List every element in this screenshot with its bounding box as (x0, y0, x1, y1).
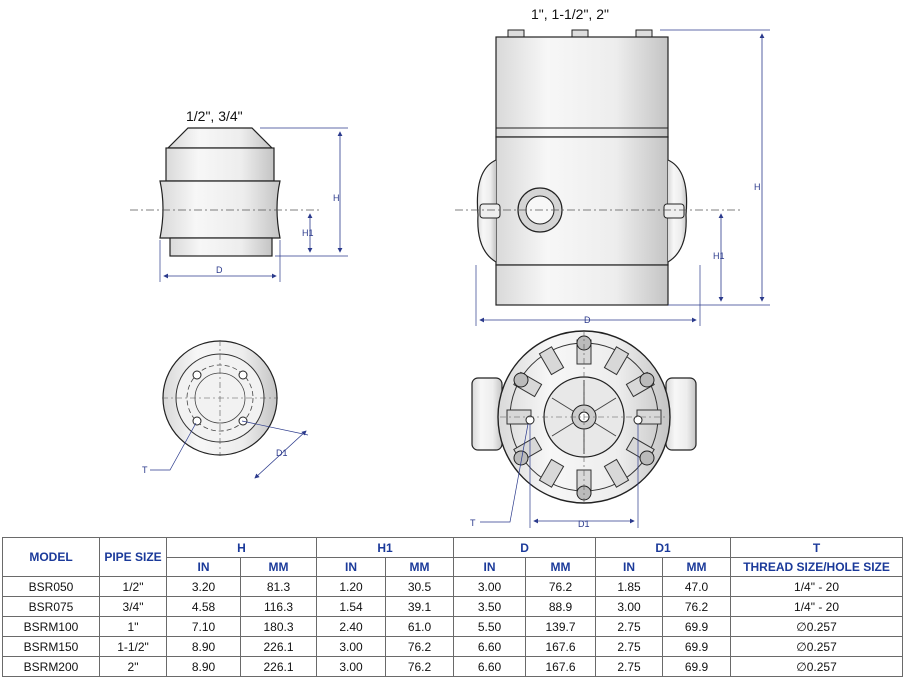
cell-d1-mm: 69.9 (662, 616, 732, 637)
subheader-in: IN (453, 557, 527, 577)
header-t: T (730, 537, 904, 558)
subheader-thread: THREAD SIZE/HOLE SIZE (730, 557, 904, 577)
cell-d-mm: 167.6 (525, 636, 597, 657)
subheader-mm: MM (662, 557, 732, 577)
cell-model: BSRM200 (2, 656, 100, 677)
table-row: BSR075 3/4" 4.58 116.3 1.54 39.1 3.50 88… (2, 596, 904, 617)
cell-h1-mm: 76.2 (385, 656, 455, 677)
cell-d1-mm: 76.2 (662, 596, 732, 617)
cell-d-mm: 139.7 (525, 616, 597, 637)
cell-thread: 1/4" - 20 (730, 576, 904, 597)
cell-h1-in: 3.00 (316, 656, 387, 677)
cell-h-in: 8.90 (166, 636, 241, 657)
cell-d1-in: 2.75 (595, 636, 664, 657)
cell-d1-in: 1.85 (595, 576, 664, 597)
dim-h1-label: H1 (302, 228, 314, 238)
small-pipe-size-label: 1/2", 3/4" (186, 108, 243, 124)
dim-h1-label-large: H1 (713, 251, 725, 261)
dim-t-label-large: T (470, 518, 476, 528)
dim-h-label-large: H (754, 182, 761, 192)
table-row: BSRM100 1" 7.10 180.3 2.40 61.0 5.50 139… (2, 616, 904, 637)
cell-pipe: 3/4" (99, 596, 167, 617)
cell-h-in: 7.10 (166, 616, 241, 637)
cell-d-mm: 88.9 (525, 596, 597, 617)
cell-model: BSRM100 (2, 616, 100, 637)
specification-table: MODEL PIPE SIZE H H1 D D1 T IN MM IN MM … (2, 537, 904, 677)
cell-h-in: 4.58 (166, 596, 241, 617)
cell-pipe: 2" (99, 656, 167, 677)
table-row: BSRM200 2" 8.90 226.1 3.00 76.2 6.60 167… (2, 656, 904, 677)
cell-d-in: 5.50 (453, 616, 527, 637)
header-pipe-size: PIPE SIZE (99, 537, 167, 577)
technical-drawing: 1/2", 3/4" H H1 D D1 T (130, 6, 770, 529)
cell-h-mm: 81.3 (239, 576, 318, 597)
cell-d1-mm: 69.9 (662, 636, 732, 657)
cell-h1-in: 1.20 (316, 576, 387, 597)
cell-h1-mm: 30.5 (385, 576, 455, 597)
dim-d1-label-large: D1 (578, 519, 590, 529)
subheader-mm: MM (239, 557, 318, 577)
cell-thread: ∅0.257 (730, 636, 904, 657)
cell-h1-mm: 76.2 (385, 636, 455, 657)
dim-d-label-large: D (584, 315, 591, 325)
subheader-mm: MM (385, 557, 455, 577)
dim-h-label: H (333, 193, 340, 203)
cell-d1-mm: 47.0 (662, 576, 732, 597)
cell-thread: 1/4" - 20 (730, 596, 904, 617)
cell-h-in: 3.20 (166, 576, 241, 597)
subheader-in: IN (166, 557, 241, 577)
cell-h-mm: 116.3 (239, 596, 318, 617)
dim-t-label-small: T (142, 465, 148, 475)
cell-h1-mm: 61.0 (385, 616, 455, 637)
large-strainer-side-view: 1", 1-1/2", 2" H H1 D (455, 6, 770, 326)
large-pipe-size-label: 1", 1-1/2", 2" (531, 6, 609, 22)
cell-d1-in: 2.75 (595, 616, 664, 637)
cell-pipe: 1/2" (99, 576, 167, 597)
dim-d-label: D (216, 265, 223, 275)
cell-h1-in: 2.40 (316, 616, 387, 637)
cell-pipe: 1" (99, 616, 167, 637)
cell-h-in: 8.90 (166, 656, 241, 677)
cell-model: BSR075 (2, 596, 100, 617)
small-strainer-top-view: D1 T (142, 340, 309, 479)
cell-d-in: 6.60 (453, 636, 527, 657)
cell-h-mm: 226.1 (239, 656, 318, 677)
dim-d1-label-small: D1 (276, 448, 288, 458)
cell-d-in: 6.60 (453, 656, 527, 677)
cell-model: BSRM150 (2, 636, 100, 657)
header-h: H (165, 537, 318, 558)
cell-h1-in: 3.00 (316, 636, 387, 657)
large-strainer-top-view: D1 T (470, 330, 697, 529)
cell-d-mm: 76.2 (525, 576, 597, 597)
table-row: BSRM150 1-1/2" 8.90 226.1 3.00 76.2 6.60… (2, 636, 904, 657)
header-d1: D1 (595, 537, 732, 558)
header-h1: H1 (316, 537, 455, 558)
cell-pipe: 1-1/2" (99, 636, 167, 657)
cell-d-in: 3.00 (453, 576, 527, 597)
cell-d-in: 3.50 (453, 596, 527, 617)
cell-d-mm: 167.6 (525, 656, 597, 677)
subheader-mm: MM (525, 557, 597, 577)
small-strainer-side-view: 1/2", 3/4" H H1 D (130, 108, 348, 282)
cell-d1-in: 2.75 (595, 656, 664, 677)
cell-h-mm: 180.3 (239, 616, 318, 637)
header-model: MODEL (2, 537, 100, 577)
table-row: BSR050 1/2" 3.20 81.3 1.20 30.5 3.00 76.… (2, 576, 904, 597)
cell-d1-mm: 69.9 (662, 656, 732, 677)
cell-thread: ∅0.257 (730, 656, 904, 677)
cell-h-mm: 226.1 (239, 636, 318, 657)
cell-h1-in: 1.54 (316, 596, 387, 617)
subheader-in: IN (595, 557, 664, 577)
header-d: D (453, 537, 597, 558)
cell-model: BSR050 (2, 576, 100, 597)
cell-thread: ∅0.257 (730, 616, 904, 637)
cell-h1-mm: 39.1 (385, 596, 455, 617)
subheader-in: IN (316, 557, 387, 577)
cell-d1-in: 3.00 (595, 596, 664, 617)
